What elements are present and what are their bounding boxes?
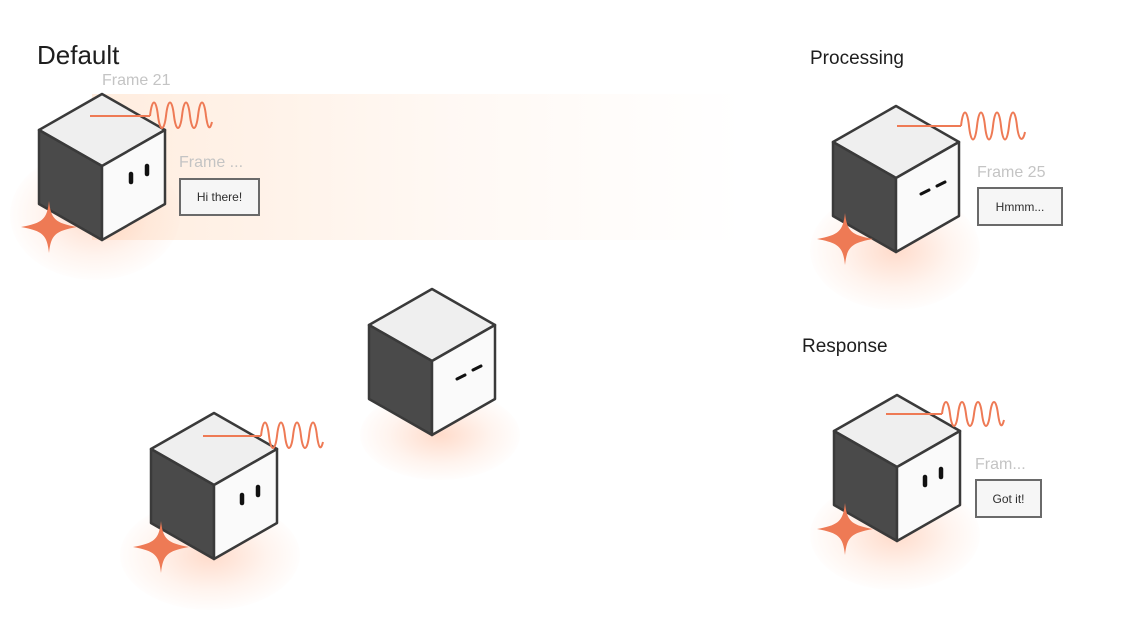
section-title-response: Response: [802, 336, 888, 357]
speech-bubble-greeting[interactable]: Hi there!: [179, 178, 260, 216]
sparkle-icon: [817, 213, 873, 265]
cube-character-default[interactable]: [37, 92, 169, 244]
cube-character-processing[interactable]: [831, 104, 963, 256]
antenna-spring-icon: [886, 401, 1005, 427]
section-title-default: Default: [37, 40, 120, 70]
speech-bubble-processing[interactable]: Hmmm...: [977, 187, 1063, 226]
sparkle-icon: [21, 201, 77, 253]
frame-label-21[interactable]: Frame 21: [102, 72, 171, 89]
antenna-spring-icon: [897, 111, 1026, 141]
antenna-spring-icon: [90, 101, 213, 129]
cube-character-idle[interactable]: [367, 287, 499, 439]
closed-eye-icon: [455, 373, 467, 381]
closed-eye-icon: [935, 180, 947, 188]
frame-label-25[interactable]: Frame 25: [977, 164, 1046, 181]
cube-character-variant[interactable]: [149, 411, 281, 563]
closed-eye-icon: [919, 188, 931, 196]
antenna-spring-icon: [203, 421, 324, 449]
frame-label-truncated[interactable]: Frame ...: [179, 154, 244, 171]
speech-bubble-response[interactable]: Got it!: [975, 479, 1042, 518]
frame-label-short[interactable]: Fram...: [975, 456, 1026, 473]
sparkle-icon: [133, 521, 189, 573]
section-title-processing: Processing: [810, 48, 904, 69]
sparkle-icon: [817, 503, 873, 555]
closed-eye-icon: [471, 364, 483, 372]
